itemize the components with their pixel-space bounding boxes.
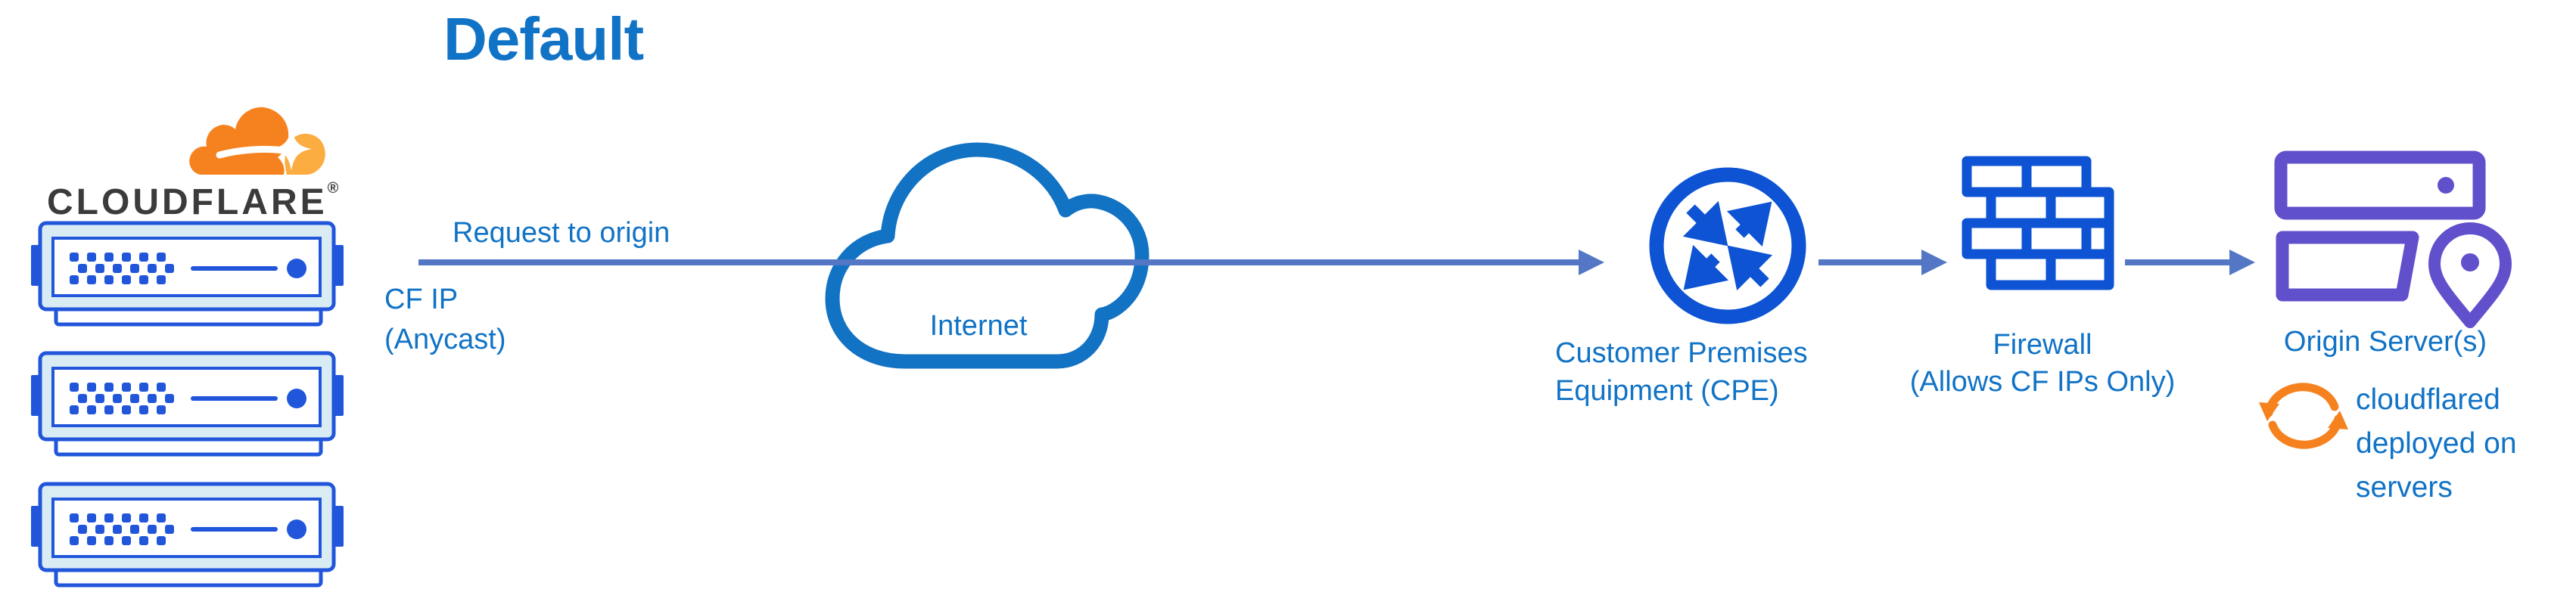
request-to-origin-label: Request to origin	[453, 217, 670, 249]
cloudflared-note-line2: deployed on	[2356, 427, 2517, 460]
cf-ip-label-line2: (Anycast)	[384, 324, 506, 355]
cf-ip-label-line1: CF IP	[384, 284, 459, 315]
sync-refresh-icon	[2257, 383, 2351, 449]
flow-arrowhead-to-origin	[2229, 250, 2255, 275]
flow-line-firewall-origin	[2125, 259, 2229, 265]
router-cpe-icon	[1648, 166, 1807, 325]
origin-servers-label: Origin Server(s)	[2283, 326, 2487, 358]
flow-arrowhead-to-cpe	[1579, 250, 1604, 275]
cf-ip-anycast-label: CF IP (Anycast)	[384, 280, 506, 360]
edge-server-icon-3	[30, 482, 344, 589]
edge-server-icon-1	[30, 221, 344, 328]
cloudflare-wordmark-text: CLOUDFLARE	[47, 182, 328, 222]
cloudflared-note-line1: cloudflared	[2356, 383, 2500, 416]
flow-arrowhead-to-firewall	[1921, 250, 1947, 275]
firewall-brick-icon	[1959, 155, 2114, 299]
origin-server-pin-icon	[2272, 150, 2522, 330]
firewall-label-line1: Firewall	[1993, 329, 2092, 361]
cpe-label-line1: Customer Premises	[1555, 337, 1808, 369]
cloudflare-wordmark: CLOUDFLARE®	[47, 180, 357, 223]
registered-trademark-symbol: ®	[327, 180, 339, 197]
cpe-label: Customer Premises Equipment (CPE)	[1555, 334, 1808, 410]
cloudflared-note-line3: servers	[2356, 471, 2453, 504]
firewall-label: Firewall (Allows CF IPs Only)	[1906, 327, 2179, 401]
diagram-title: Default	[443, 5, 644, 73]
flow-line-cpe-firewall	[1818, 259, 1921, 265]
firewall-label-line2: (Allows CF IPs Only)	[1909, 366, 2176, 398]
internet-cloud-icon	[816, 109, 1150, 372]
flow-line-request	[418, 259, 1579, 265]
cloudflare-logo	[188, 104, 333, 179]
cloudflare-cloud-icon	[189, 107, 325, 175]
internet-label: Internet	[929, 310, 1028, 342]
cpe-label-line2: Equipment (CPE)	[1555, 375, 1779, 407]
edge-server-icon-2	[30, 351, 344, 458]
cloudflared-note: cloudflared deployed on servers	[2356, 378, 2517, 510]
